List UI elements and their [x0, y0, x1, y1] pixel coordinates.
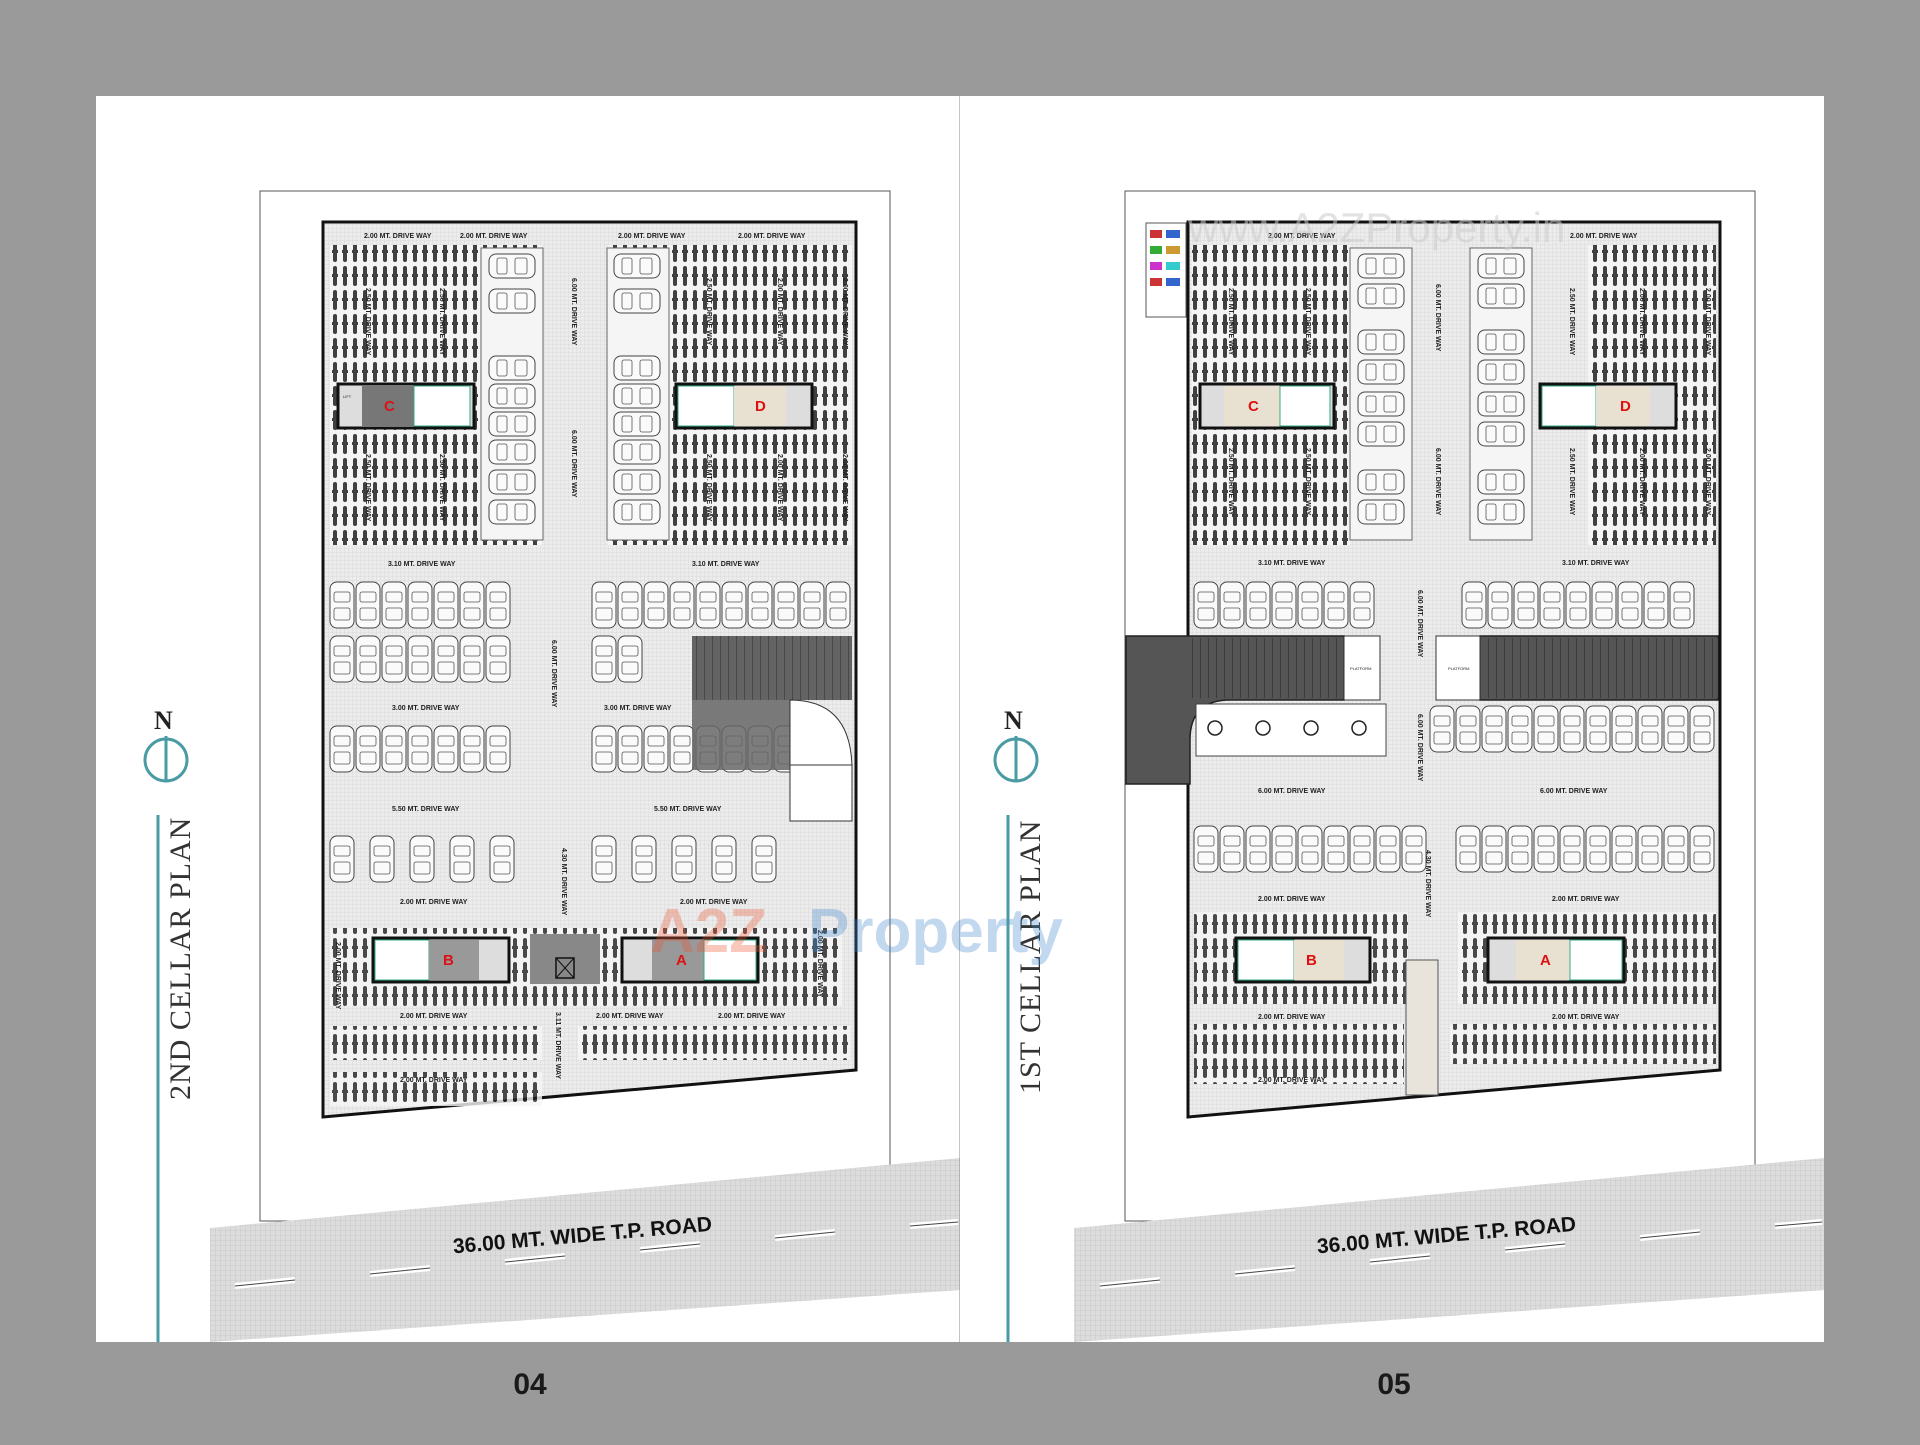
page-number: 04	[513, 1368, 547, 1401]
drive-label: 2.00 MT. DRIVE WAY	[400, 1077, 468, 1084]
drive-label: 2.00 MT. DRIVE WAY	[1258, 896, 1326, 903]
drive-label: 2.00 MT. DRIVE WAY	[1638, 288, 1645, 356]
lift-label: LIFT	[343, 394, 352, 399]
drive-label: 2.50 MT. DRIVE WAY	[705, 278, 712, 346]
watermark: A2Z Property	[650, 897, 1063, 966]
drive-label: 2.00 MT. DRIVE WAY	[400, 899, 468, 906]
core-b-label: B	[1306, 952, 1317, 969]
stair-core	[1405, 959, 1439, 1096]
drive-label: 2.00 MT. DRIVE WAY	[1258, 1077, 1326, 1084]
drive-label: 2.00 MT. DRIVE WAY	[841, 454, 848, 522]
drive-label: 6.00 MT. DRIVE WAY	[1434, 284, 1441, 352]
watermark-url: www.A2ZProperty.in	[1187, 204, 1565, 251]
drive-label: 3.00 MT. DRIVE WAY	[604, 705, 672, 712]
core-a-label: A	[676, 952, 687, 969]
drive-label: 2.50 MT. DRIVE WAY	[1568, 288, 1575, 356]
drive-label: 4.30 MT. DRIVE WAY	[560, 848, 567, 916]
drive-label: 2.00 MT. DRIVE WAY	[776, 454, 783, 522]
drive-label: 2.00 MT. DRIVE WAY	[816, 930, 823, 998]
drive-label: 2.00 MT. DRIVE WAY	[1570, 233, 1638, 240]
drive-label: 4.30 MT. DRIVE WAY	[1424, 850, 1431, 918]
drive-label: 2.50 MT. DRIVE WAY	[1568, 448, 1575, 516]
drive-label: 2.00 MT. DRIVE WAY	[738, 233, 806, 240]
road	[1074, 1158, 1824, 1342]
north-label: N	[154, 706, 173, 735]
watermark-property: Property	[808, 897, 1063, 966]
drive-label: 2.50 MT. DRIVE WAY	[705, 454, 712, 522]
drive-label: 2.00 MT. DRIVE WAY	[460, 233, 528, 240]
cars-mid-right	[1429, 581, 1715, 873]
drive-label: 6.00 MT. DRIVE WAY	[570, 278, 577, 346]
drive-label: 3.10 MT. DRIVE WAY	[1258, 560, 1326, 567]
core-d-label: D	[1620, 398, 1631, 415]
platform-label: PLATFORM	[1350, 666, 1371, 671]
drive-label: 2.50 MT. DRIVE WAY	[1304, 448, 1311, 516]
platform-label: PLATFORM	[1448, 666, 1469, 671]
drive-label: 2.00 MT. DRIVE WAY	[618, 233, 686, 240]
drive-label: 2.50 MT. DRIVE WAY	[438, 288, 445, 356]
plan-title: 2ND CELLAR PLAN	[164, 817, 197, 1100]
drive-label: 3.00 MT. DRIVE WAY	[392, 705, 460, 712]
watermark-az: A2Z	[650, 897, 767, 966]
drive-label: 2.00 MT. DRIVE WAY	[1552, 896, 1620, 903]
page-number: 05	[1377, 1368, 1411, 1401]
drive-label: 6.00 MT. DRIVE WAY	[1434, 448, 1441, 516]
drive-label: 2.50 MT. DRIVE WAY	[1227, 448, 1234, 516]
drive-label: 2.50 MT. DRIVE WAY	[438, 454, 445, 522]
drive-label: 6.00 MT. DRIVE WAY	[1540, 788, 1608, 795]
drive-label: 6.00 MT. DRIVE WAY	[1416, 714, 1423, 782]
page-04: 36.00 MT. WIDE T.P. ROAD 2ND CELLAR PLAN…	[96, 96, 960, 1342]
drive-label: 2.00 MT. DRIVE WAY	[680, 899, 748, 906]
drive-label: 2.00 MT. DRIVE WAY	[1704, 448, 1711, 516]
drive-label: 2.00 MT. DRIVE WAY	[1258, 1014, 1326, 1021]
drive-label: 2.50 MT. DRIVE WAY	[364, 454, 371, 522]
road	[210, 1158, 960, 1342]
drive-label: 2.00 MT. DRIVE WAY	[1638, 448, 1645, 516]
drive-label: 6.00 MT. DRIVE WAY	[1258, 788, 1326, 795]
core-c-label: C	[1248, 398, 1259, 415]
core-c-label: C	[384, 398, 395, 415]
accessible-parking	[1195, 703, 1387, 757]
drive-label: 2.00 MT. DRIVE WAY	[400, 1013, 468, 1020]
ramp	[692, 636, 852, 700]
drive-label: 2.50 MT. DRIVE WAY	[364, 288, 371, 356]
drive-label: 6.00 MT. DRIVE WAY	[1416, 590, 1423, 658]
drive-label: 2.00 MT. DRIVE WAY	[1268, 233, 1336, 240]
drive-label: 3.10 MT. DRIVE WAY	[1562, 560, 1630, 567]
drive-label: 2.50 MT. DRIVE WAY	[1227, 288, 1234, 356]
page-05: 36.00 MT. WIDE T.P. ROAD 1ST CELLAR PLAN…	[960, 96, 1824, 1342]
drive-label: 2.00 MT. DRIVE WAY	[334, 942, 341, 1010]
drive-label: 2.00 MT. DRIVE WAY	[718, 1013, 786, 1020]
drive-label: 6.00 MT. DRIVE WAY	[570, 430, 577, 498]
drive-label: 2.00 MT. DRIVE WAY	[1704, 288, 1711, 356]
drive-label: 3.11 MT. DRIVE WAY	[554, 1012, 561, 1079]
cars-top-left	[488, 253, 536, 525]
drive-label: 6.00 MT. DRIVE WAY	[550, 640, 557, 708]
drive-label: 2.00 MT. DRIVE WAY	[364, 233, 432, 240]
core-a-label: A	[1540, 952, 1551, 969]
drive-label: 3.10 MT. DRIVE WAY	[388, 561, 456, 568]
core-b-label: B	[443, 952, 454, 969]
drive-label: 2.00 MT. DRIVE WAY	[841, 278, 848, 346]
drive-label: 2.00 MT. DRIVE WAY	[596, 1013, 664, 1020]
drive-label: 2.50 MT. DRIVE WAY	[1304, 288, 1311, 356]
north-label: N	[1004, 706, 1023, 735]
drive-label: 3.10 MT. DRIVE WAY	[692, 561, 760, 568]
drive-label: 5.50 MT. DRIVE WAY	[654, 806, 722, 813]
drive-label: 2.00 MT. DRIVE WAY	[776, 278, 783, 346]
core-d-label: D	[755, 398, 766, 415]
cars-top-right	[613, 253, 661, 525]
plan-title: 1ST CELLAR PLAN	[1014, 820, 1047, 1094]
drive-label: 5.50 MT. DRIVE WAY	[392, 806, 460, 813]
drive-label: 2.00 MT. DRIVE WAY	[1552, 1014, 1620, 1021]
